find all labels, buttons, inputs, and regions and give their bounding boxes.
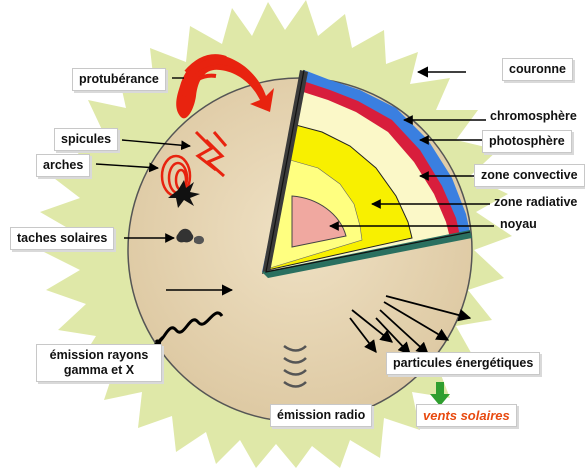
label-zone-convective: zone convective [474, 164, 585, 187]
label-noyau: noyau [494, 214, 543, 235]
label-emission-radio: émission radio [270, 404, 372, 427]
label-taches-solaires: taches solaires [10, 227, 114, 250]
label-emission-rayons: émission rayons gamma et X [36, 344, 162, 382]
label-zone-radiative: zone radiative [488, 192, 583, 213]
sunspot-2 [194, 236, 204, 244]
label-particules: particules énergétiques [386, 352, 540, 375]
label-chromosphere: chromosphère [484, 106, 583, 127]
label-photosphere: photosphère [482, 130, 572, 153]
label-protuberance: protubérance [72, 68, 166, 91]
label-vents-solaires: vents solaires [416, 404, 517, 427]
label-emission-rayons-line2: gamma et X [43, 363, 155, 378]
label-couronne: couronne [502, 58, 573, 81]
label-emission-rayons-line1: émission rayons [43, 348, 155, 363]
label-spicules: spicules [54, 128, 118, 151]
label-arches: arches [36, 154, 90, 177]
